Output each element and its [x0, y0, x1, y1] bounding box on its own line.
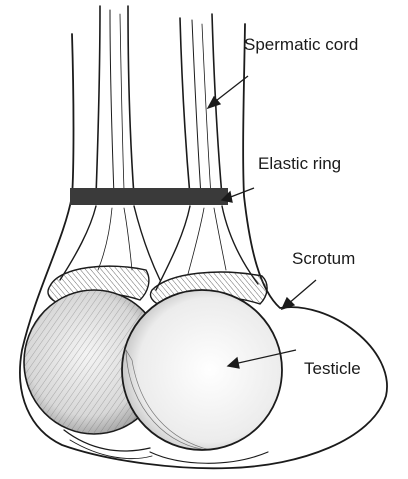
label-elastic-ring: Elastic ring [258, 155, 341, 172]
elastic-ring [70, 188, 228, 205]
label-scrotum: Scrotum [292, 250, 355, 267]
label-spermatic-cord: Spermatic cord [244, 36, 358, 53]
left-spermatic-cord [96, 6, 134, 196]
right-testicle [122, 290, 282, 450]
label-testicle: Testicle [304, 360, 361, 377]
